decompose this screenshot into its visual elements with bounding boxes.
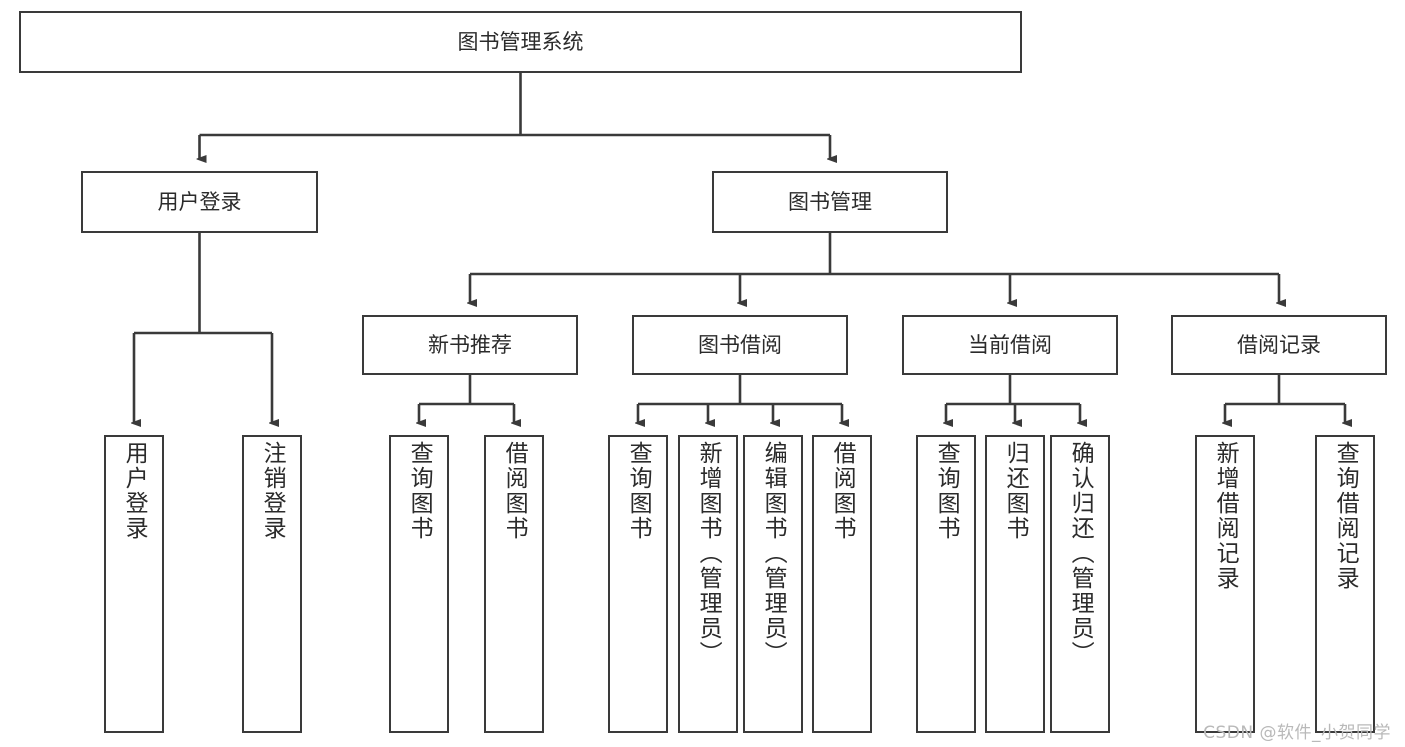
node-leaf-borrow-book-1-label: 借阅图书 xyxy=(501,441,528,541)
node-user-login[interactable]: 用户登录 xyxy=(81,171,318,233)
node-book-manage[interactable]: 图书管理 xyxy=(712,171,948,233)
node-leaf-edit-book-label: 编辑图书（管理员） xyxy=(760,441,787,666)
node-leaf-confirm-return-label: 确认归还（管理员） xyxy=(1067,441,1094,666)
node-leaf-query-book-1-label: 查询图书 xyxy=(406,441,433,541)
node-leaf-query-book-3-label: 查询图书 xyxy=(933,441,960,541)
node-leaf-query-book-2-label: 查询图书 xyxy=(625,441,652,541)
node-leaf-query-record[interactable]: 查询借阅记录 xyxy=(1315,435,1375,733)
node-new-book-recommend-label: 新书推荐 xyxy=(428,332,512,357)
node-leaf-borrow-book-2-label: 借阅图书 xyxy=(829,441,856,541)
node-leaf-edit-book[interactable]: 编辑图书（管理员） xyxy=(743,435,803,733)
node-leaf-borrow-book-1[interactable]: 借阅图书 xyxy=(484,435,544,733)
node-leaf-return-book[interactable]: 归还图书 xyxy=(985,435,1045,733)
node-book-manage-label: 图书管理 xyxy=(788,189,872,214)
node-current-borrow[interactable]: 当前借阅 xyxy=(902,315,1118,375)
node-leaf-confirm-return[interactable]: 确认归还（管理员） xyxy=(1050,435,1110,733)
node-new-book-recommend[interactable]: 新书推荐 xyxy=(362,315,578,375)
node-root[interactable]: 图书管理系统 xyxy=(19,11,1022,73)
node-leaf-add-record-label: 新增借阅记录 xyxy=(1212,441,1239,591)
node-book-borrow[interactable]: 图书借阅 xyxy=(632,315,848,375)
node-current-borrow-label: 当前借阅 xyxy=(968,332,1052,357)
node-leaf-borrow-book-2[interactable]: 借阅图书 xyxy=(812,435,872,733)
csdn-watermark: CSDN @软件_小贺同学 xyxy=(1203,723,1391,743)
node-leaf-return-book-label: 归还图书 xyxy=(1002,441,1029,541)
node-leaf-query-record-label: 查询借阅记录 xyxy=(1332,441,1359,591)
node-leaf-query-book-3[interactable]: 查询图书 xyxy=(916,435,976,733)
node-borrow-record-label: 借阅记录 xyxy=(1237,332,1321,357)
node-leaf-add-book-label: 新增图书（管理员） xyxy=(695,441,722,666)
node-leaf-user-login[interactable]: 用户登录 xyxy=(104,435,164,733)
node-root-label: 图书管理系统 xyxy=(457,29,584,54)
node-book-borrow-label: 图书借阅 xyxy=(698,332,782,357)
node-leaf-logout[interactable]: 注销登录 xyxy=(242,435,302,733)
node-user-login-label: 用户登录 xyxy=(157,189,242,214)
node-borrow-record[interactable]: 借阅记录 xyxy=(1171,315,1387,375)
node-leaf-logout-label: 注销登录 xyxy=(259,441,286,541)
node-leaf-add-book[interactable]: 新增图书（管理员） xyxy=(678,435,738,733)
node-leaf-query-book-2[interactable]: 查询图书 xyxy=(608,435,668,733)
node-leaf-add-record[interactable]: 新增借阅记录 xyxy=(1195,435,1255,733)
node-leaf-query-book-1[interactable]: 查询图书 xyxy=(389,435,449,733)
node-leaf-user-login-label: 用户登录 xyxy=(121,441,148,541)
